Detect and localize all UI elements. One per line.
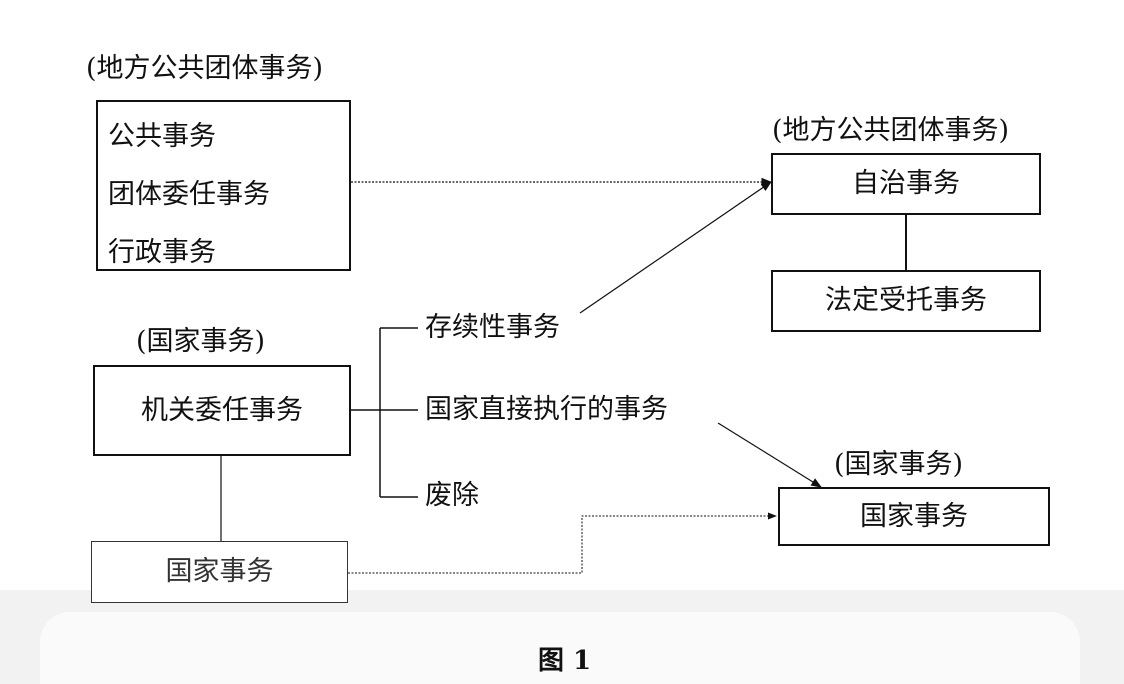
statutory-entrusted-box: 法定受托事务 (771, 270, 1041, 332)
autonomy-affairs-box: 自治事务 (771, 153, 1041, 215)
local-affairs-box: 公共事务 团体委任事务 行政事务 (96, 100, 351, 271)
arrow-direct-to-state (717, 422, 822, 488)
branch-abolished: 废除 (425, 480, 479, 511)
branch-continuing: 存续性事务 (425, 312, 560, 343)
local-affairs-header-left: (地方公共团体事务) (86, 53, 324, 84)
statutory-entrusted-label: 法定受托事务 (825, 285, 987, 316)
state-affairs-header-left: (国家事务) (136, 326, 266, 357)
arrow-continuing-to-autonomy (579, 181, 772, 314)
local-affairs-header-right: (地方公共团体事务) (772, 115, 1010, 146)
administrative-affairs-label: 行政事务 (108, 237, 216, 268)
background-band (0, 590, 1124, 684)
agency-delegated-box: 机关委任事务 (93, 365, 351, 456)
state-affairs-left-label: 国家事务 (165, 556, 274, 587)
state-affairs-header-right: (国家事务) (834, 449, 964, 480)
state-affairs-right-label: 国家事务 (860, 500, 968, 532)
arrow-state-to-state (348, 512, 777, 574)
branch-direct-execution: 国家直接执行的事务 (425, 394, 668, 425)
public-affairs-label: 公共事务 (108, 121, 216, 152)
figure-caption: 图 1 (538, 646, 592, 676)
agency-delegated-label: 机关委任事务 (141, 394, 303, 426)
group-delegated-affairs-label: 团体委任事务 (108, 179, 270, 210)
state-affairs-box-left: 国家事务 (91, 541, 348, 603)
autonomy-affairs-label: 自治事务 (852, 168, 960, 199)
state-affairs-box-right: 国家事务 (778, 487, 1050, 546)
